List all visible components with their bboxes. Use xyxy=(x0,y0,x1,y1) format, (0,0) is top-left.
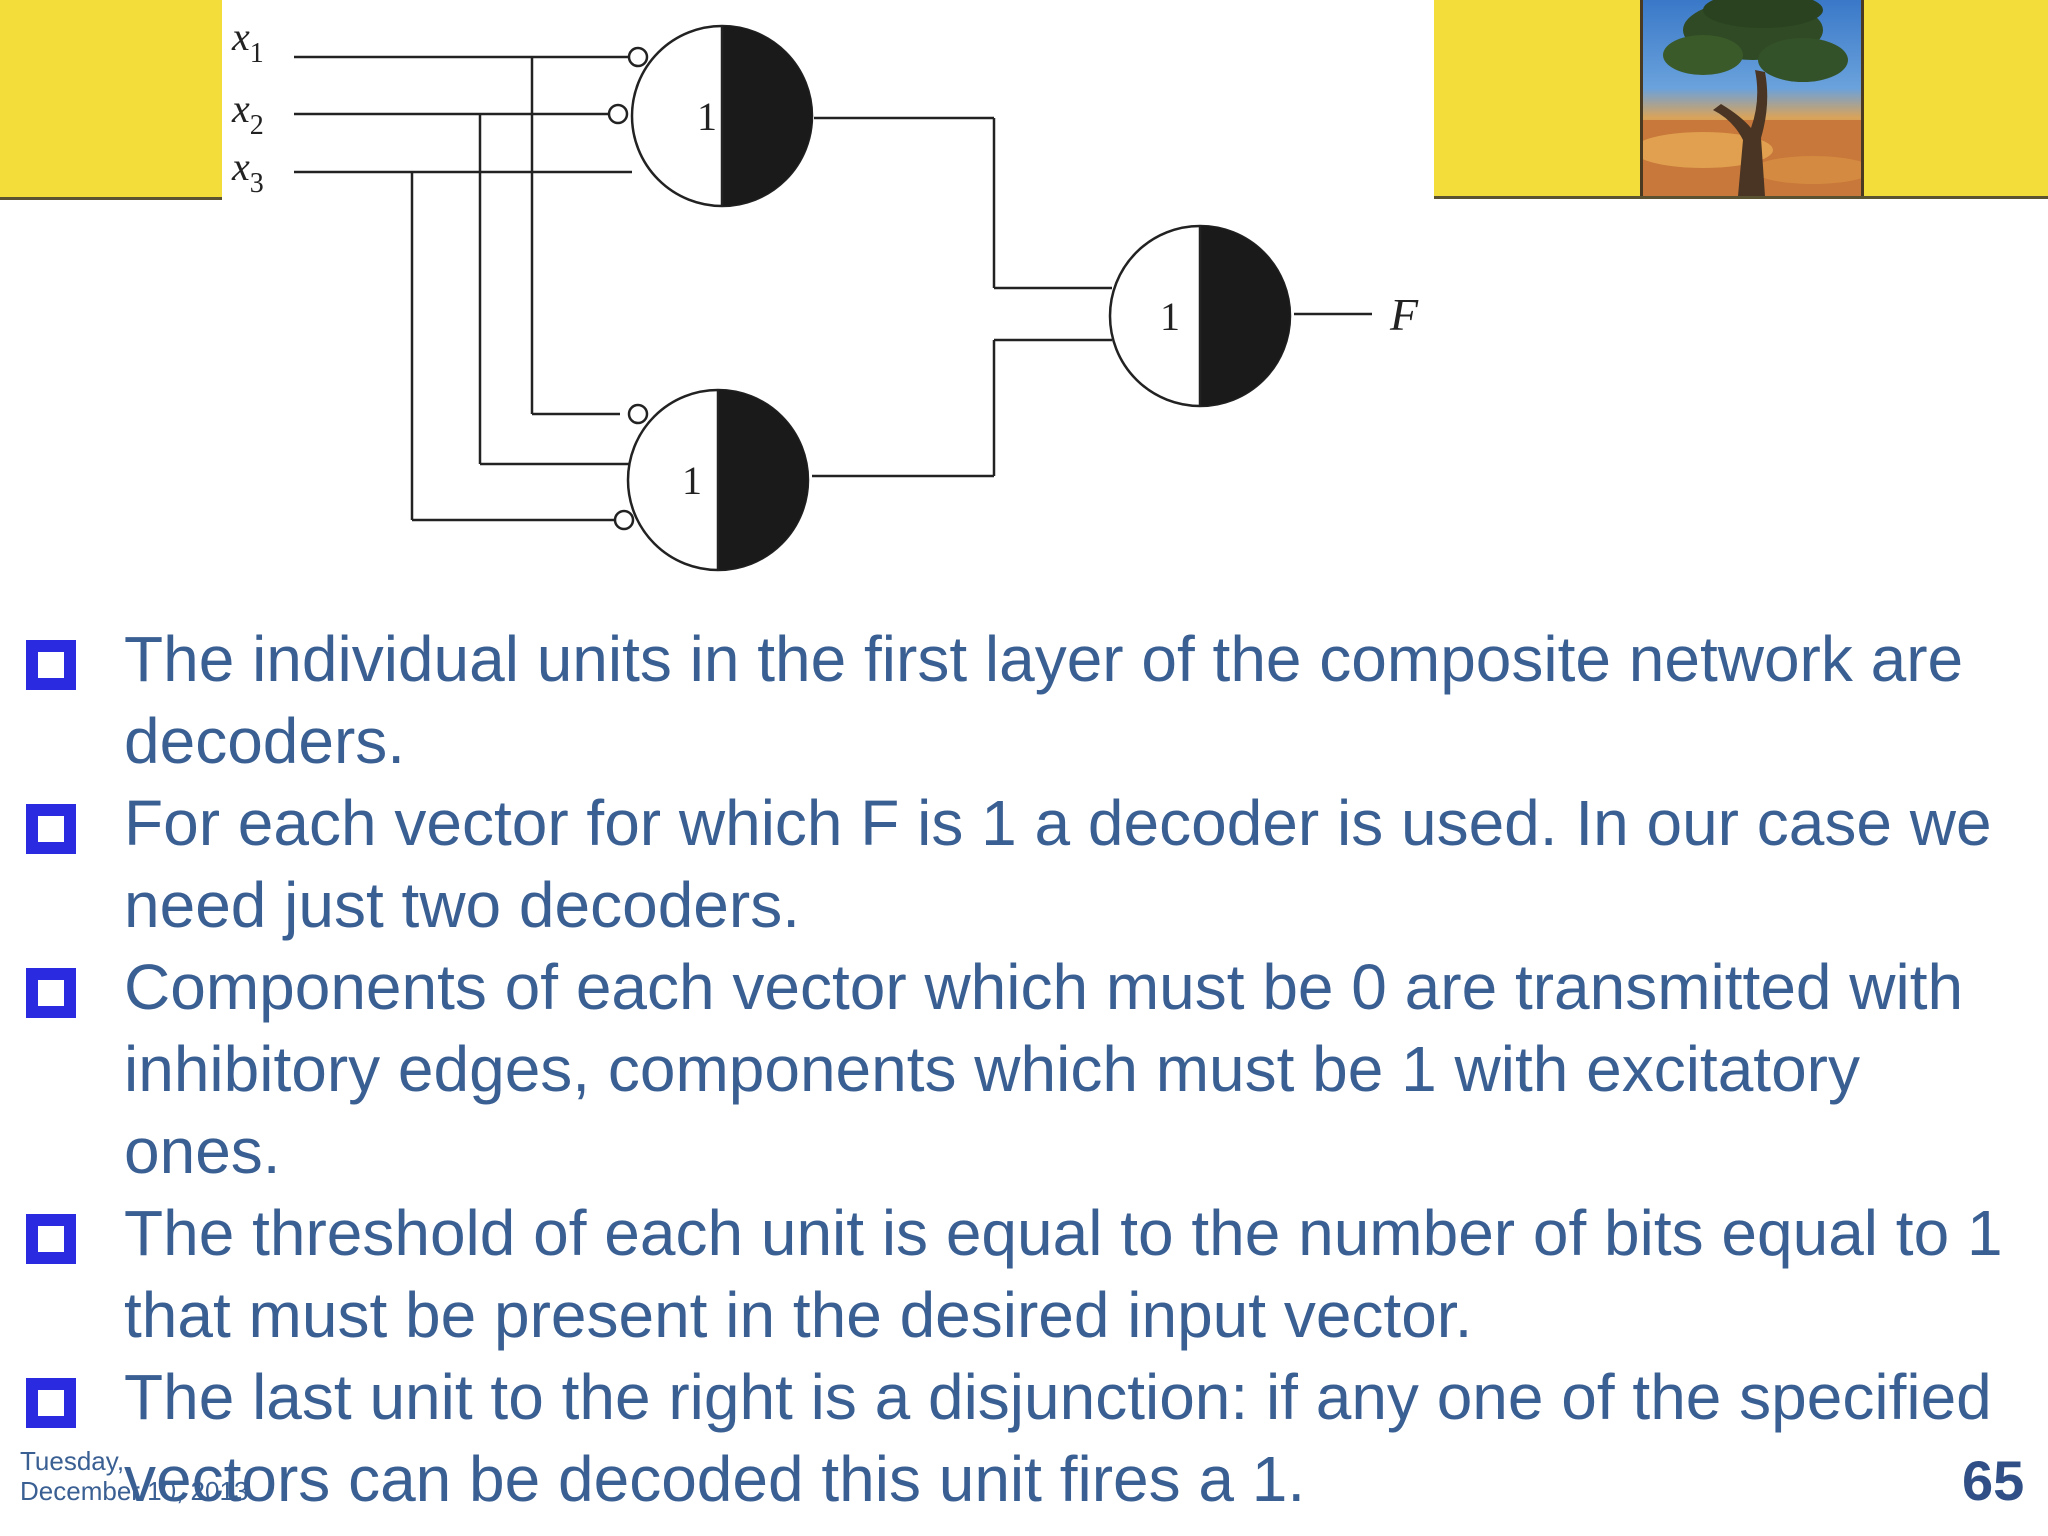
page-number: 65 xyxy=(1962,1449,2025,1512)
input-label-x1: x1 xyxy=(231,14,264,69)
footer-date: Tuesday, December 10, 2013 xyxy=(20,1446,248,1506)
bullet-text: Components of each vector which must be … xyxy=(124,951,1964,1187)
header-rule-left xyxy=(0,197,222,200)
bullet-list: The individual units in the first layer … xyxy=(0,618,2048,1520)
neural-network-diagram: 1 1 1 x1 x2 x3 F xyxy=(222,0,1452,605)
decoder-unit-bottom: 1 xyxy=(613,388,810,572)
bullet-square-icon xyxy=(26,1378,76,1428)
disjunction-unit: 1 xyxy=(1108,224,1292,408)
bullet-text: The individual units in the first layer … xyxy=(124,623,1964,777)
tree-photo xyxy=(1640,0,1864,196)
input-label-x3: x3 xyxy=(231,144,264,199)
bullet-item: For each vector for which F is 1 a decod… xyxy=(0,782,2048,946)
bullet-square-icon xyxy=(26,640,76,690)
bullet-text: The last unit to the right is a disjunct… xyxy=(124,1361,1992,1515)
footer-day: Tuesday, xyxy=(20,1446,125,1476)
bullet-square-icon xyxy=(26,1214,76,1264)
bullet-text: The threshold of each unit is equal to t… xyxy=(124,1197,2003,1351)
bullet-item: The individual units in the first layer … xyxy=(0,618,2048,782)
bullet-text: For each vector for which F is 1 a decod… xyxy=(124,787,1992,941)
bullet-item: The last unit to the right is a disjunct… xyxy=(0,1356,2048,1520)
header-band-left xyxy=(0,0,222,198)
decoder-unit-top: 1 xyxy=(607,24,814,208)
threshold-label: 1 xyxy=(1160,294,1180,339)
footer-full-date: December 10, 2013 xyxy=(20,1476,249,1506)
bullet-square-icon xyxy=(26,804,76,854)
bullet-square-icon xyxy=(26,968,76,1018)
output-label: F xyxy=(1389,289,1419,340)
threshold-label: 1 xyxy=(682,458,702,503)
bullet-item: Components of each vector which must be … xyxy=(0,946,2048,1192)
input-label-x2: x2 xyxy=(231,86,264,141)
header-rule-right xyxy=(1434,196,2048,199)
threshold-label: 1 xyxy=(697,94,717,139)
bullet-item: The threshold of each unit is equal to t… xyxy=(0,1192,2048,1356)
